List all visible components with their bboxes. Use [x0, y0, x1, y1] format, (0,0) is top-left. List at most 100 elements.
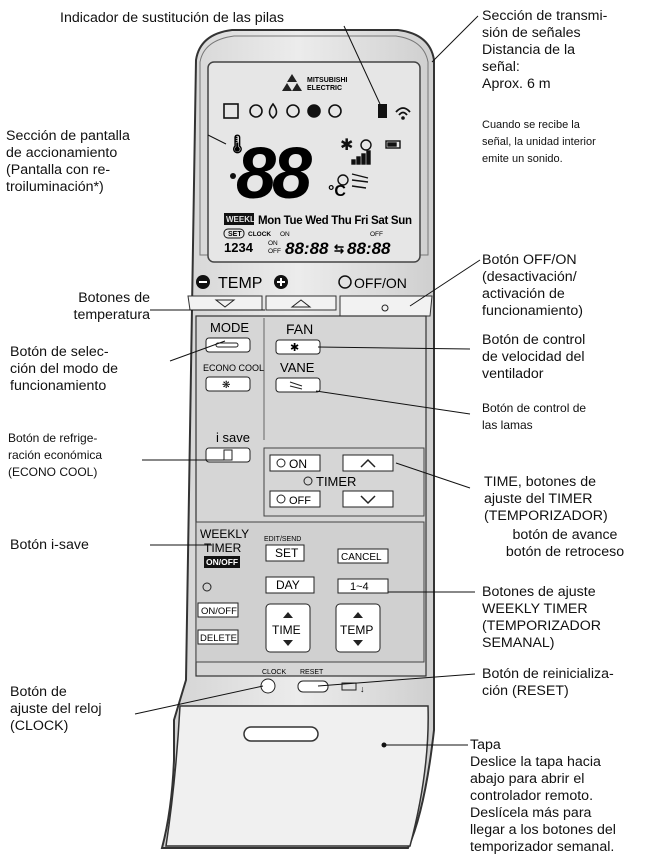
down-arrow-icon — [283, 640, 293, 646]
weekly-badge-label: WEEKLY — [226, 215, 260, 224]
vane-icon — [289, 381, 303, 390]
edit-send-label: EDIT/SEND — [264, 536, 301, 543]
vane-button[interactable] — [275, 377, 321, 393]
weekly-onoff-label: ON/OFF — [206, 557, 238, 567]
off-on-button[interactable] — [339, 295, 433, 317]
timer-up-button[interactable] — [342, 454, 394, 472]
on-indicator-top: ON — [280, 231, 290, 238]
cancel-button-label: CANCEL — [341, 552, 382, 563]
fan-label: FAN — [286, 321, 313, 337]
up-arrow-icon — [290, 299, 312, 308]
reset-button[interactable] — [297, 680, 329, 693]
time-button[interactable]: TIME — [265, 603, 311, 653]
clock-icon — [276, 458, 286, 468]
temperature-unit: °C — [328, 183, 346, 200]
set-button-label: SET — [275, 546, 299, 560]
svg-text:✱: ✱ — [340, 137, 353, 154]
clock-button[interactable] — [260, 678, 276, 694]
cover-slider[interactable] — [165, 705, 429, 847]
battery-indicator-annotation: Indicador de sustitución de las pilas — [60, 10, 284, 26]
program-range-label: 1~4 — [350, 581, 369, 593]
isave-button[interactable] — [205, 447, 251, 463]
clock-label: CLOCK — [262, 669, 286, 676]
mitsubishi-logo — [282, 74, 302, 91]
cover-grip — [243, 726, 319, 742]
timer-on-label: ON — [289, 457, 307, 471]
clock-button-annotation: Botón de ajuste del reloj (CLOCK) — [10, 684, 102, 734]
mode-button[interactable] — [205, 337, 251, 353]
down-arrow-icon — [214, 299, 236, 308]
chevron-down-icon — [360, 495, 376, 505]
up-arrow-icon — [353, 612, 363, 618]
day-button[interactable]: DAY — [265, 576, 315, 594]
dry-mode-icon — [268, 102, 278, 119]
mode-label: MODE — [210, 320, 249, 335]
weekly-buttons-annotation: Botones de ajuste WEEKLY TIMER (TEMPORIZ… — [482, 584, 602, 651]
temp-weekly-button[interactable]: TEMP — [335, 603, 381, 653]
weekly-label-1: WEEKLY — [200, 527, 249, 541]
down-arrow-icon — [353, 640, 363, 646]
on-indicator: ON — [268, 240, 278, 247]
temp-label: TEMP — [218, 275, 262, 292]
weekly-clock-icon — [202, 582, 212, 592]
set-badge-label: SET — [228, 231, 242, 238]
off-on-label: OFF/ON — [354, 275, 407, 291]
fan-icon: ✱ — [290, 342, 299, 354]
isave-label: i save — [216, 430, 250, 445]
heat-mode-icon — [249, 104, 263, 118]
brand-line2: ELECTRIC — [307, 85, 342, 92]
down-arrow-icon: ↓ — [360, 684, 365, 694]
timer-off-button[interactable]: OFF — [269, 490, 321, 508]
cool-mode-icon — [286, 104, 300, 118]
time-button-label: TIME — [272, 623, 301, 637]
battery-indicator-icon — [378, 104, 387, 118]
fan-speed-display-icons: ✱ — [337, 137, 401, 189]
weekly-badge — [224, 213, 254, 225]
delete-button-label: DELETE — [200, 633, 237, 644]
onoff-button-label: ON/OFF — [201, 606, 237, 617]
econo-cool-button[interactable]: ❋ — [205, 376, 251, 392]
signal-icon — [395, 107, 411, 116]
off-on-button-annotation: Botón OFF/ON (desactivación/ activación … — [482, 252, 583, 319]
signal-note-annotation: Cuando se recibe la señal, la unidad int… — [482, 119, 596, 165]
time-display-1: 88:88 — [285, 239, 329, 258]
program-numbers: 1234 — [224, 240, 254, 255]
weekly-onoff-button[interactable]: ON/OFF — [204, 556, 240, 568]
delete-button[interactable]: DELETE — [197, 629, 239, 645]
econo-cool-annotation: Botón de refrige- ración económica (ECON… — [8, 431, 103, 479]
timer-down-button[interactable] — [342, 490, 394, 508]
program-range-button[interactable]: 1~4 — [337, 578, 389, 594]
vane-button-annotation: Botón de control de las lamas — [482, 401, 587, 432]
days-row: Mon Tue Wed Thu Fri Sat Sun — [258, 215, 412, 227]
temp-up-button[interactable] — [265, 295, 337, 311]
fan-mode-icon — [307, 104, 321, 118]
set-badge — [223, 228, 245, 239]
display-screen — [207, 61, 421, 263]
timer-sub-annotation: botón de avance botón de retroceso — [505, 527, 625, 560]
temperature-value: 88 — [236, 134, 312, 214]
gear-icon — [328, 104, 342, 118]
fan-button-annotation: Botón de control de velocidad del ventil… — [482, 332, 586, 382]
cover-annotation: Tapa Deslice la tapa hacia abajo para ab… — [470, 737, 616, 855]
reset-label: RESET — [300, 669, 324, 676]
cancel-button[interactable]: CANCEL — [337, 548, 389, 564]
up-arrow-icon — [283, 612, 293, 618]
set-button[interactable]: SET — [265, 544, 305, 562]
chevron-up-icon — [360, 458, 376, 468]
temp-down-button[interactable] — [187, 295, 263, 311]
econo-cool-icon: ❋ — [222, 380, 230, 391]
weekly-label-2: TIMER — [204, 541, 242, 555]
timer-buttons-annotation: TIME, botones de ajuste del TIMER (TEMPO… — [484, 474, 608, 524]
temp-buttons-annotation: Botones de temperatura — [73, 290, 151, 323]
off-indicator-top: OFF — [370, 231, 383, 238]
timer-on-button[interactable]: ON — [269, 454, 321, 472]
leader-lines — [134, 15, 481, 746]
battery-icon — [341, 682, 357, 691]
reset-button-annotation: Botón de reinicializa- ción (RESET) — [482, 666, 614, 699]
time-display-2: 88:88 — [347, 239, 391, 258]
fan-button[interactable]: ✱ — [275, 339, 321, 355]
clock-icon — [276, 494, 286, 504]
timer-off-label: OFF — [289, 495, 311, 507]
isave-icon — [223, 449, 233, 461]
onoff-button[interactable]: ON/OFF — [197, 602, 239, 618]
